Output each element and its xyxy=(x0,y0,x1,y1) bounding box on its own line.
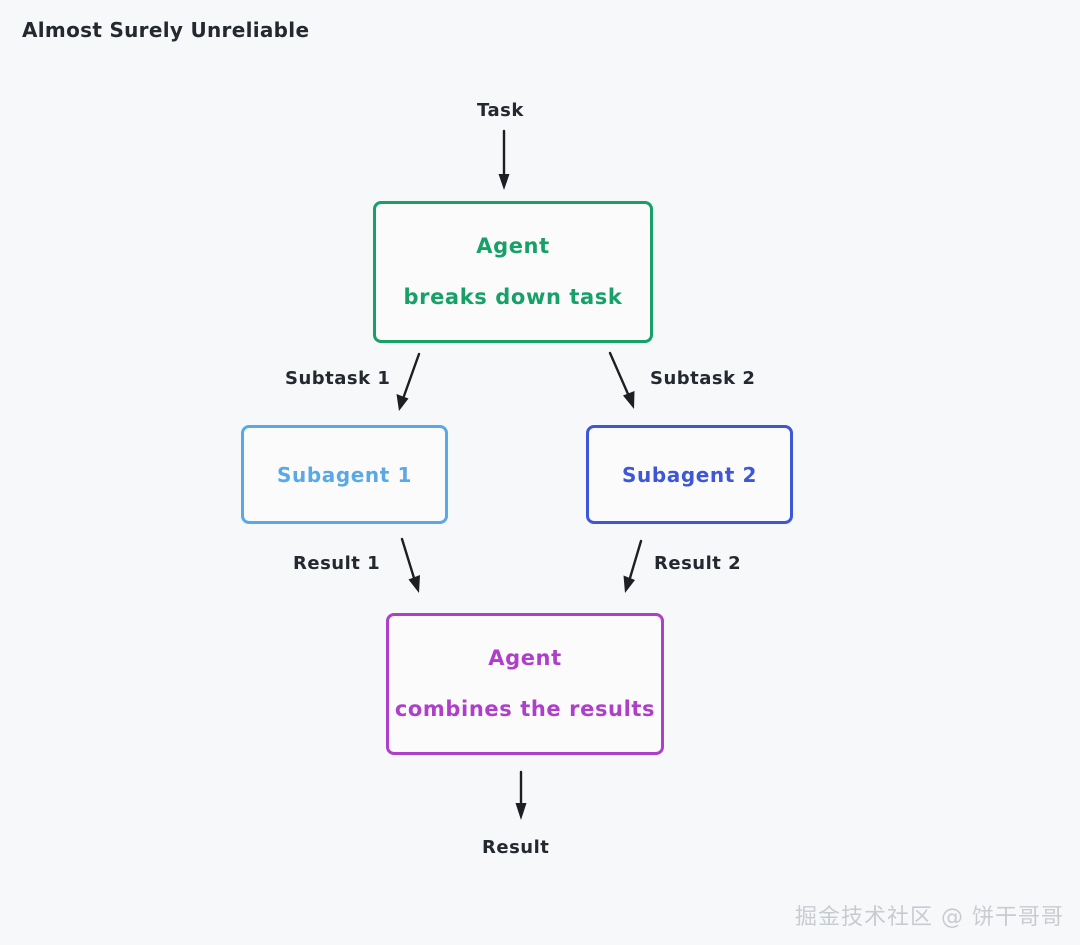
node-subagent-2[interactable]: Subagent 2 xyxy=(586,425,793,524)
edge-label-subtask-2: Subtask 2 xyxy=(650,368,756,389)
node-orchestrator-breaks-down-task[interactable]: Agent breaks down task xyxy=(373,201,653,343)
node-label-line1: Subagent 1 xyxy=(276,462,412,487)
watermark: 掘金技术社区 @ 饼干哥哥 xyxy=(795,905,1064,930)
node-label-line1: Agent xyxy=(476,233,550,258)
node-subagent-1[interactable]: Subagent 1 xyxy=(241,425,448,524)
node-label-line1: Agent xyxy=(488,645,562,670)
edge-label-subtask-1: Subtask 1 xyxy=(285,368,391,389)
arrow-subtask-1 xyxy=(396,352,421,411)
node-label-line1: Subagent 2 xyxy=(621,462,757,487)
node-label-line2: combines the results xyxy=(394,697,656,721)
arrow-result-1 xyxy=(400,537,420,593)
node-orchestrator-combines-results[interactable]: Agent combines the results xyxy=(386,613,664,755)
node-label-line2: breaks down task xyxy=(403,285,623,309)
arrow-subtask-2 xyxy=(608,351,635,409)
edge-label-task: Task xyxy=(477,100,524,121)
edge-label-result-1: Result 1 xyxy=(293,553,381,574)
arrow-task xyxy=(498,129,510,190)
edge-label-result-2: Result 2 xyxy=(654,553,742,574)
edge-label-result: Result xyxy=(482,837,550,858)
arrow-result xyxy=(515,770,527,820)
page-title: Almost Surely Unreliable xyxy=(22,18,310,42)
arrow-result-2 xyxy=(623,539,643,593)
